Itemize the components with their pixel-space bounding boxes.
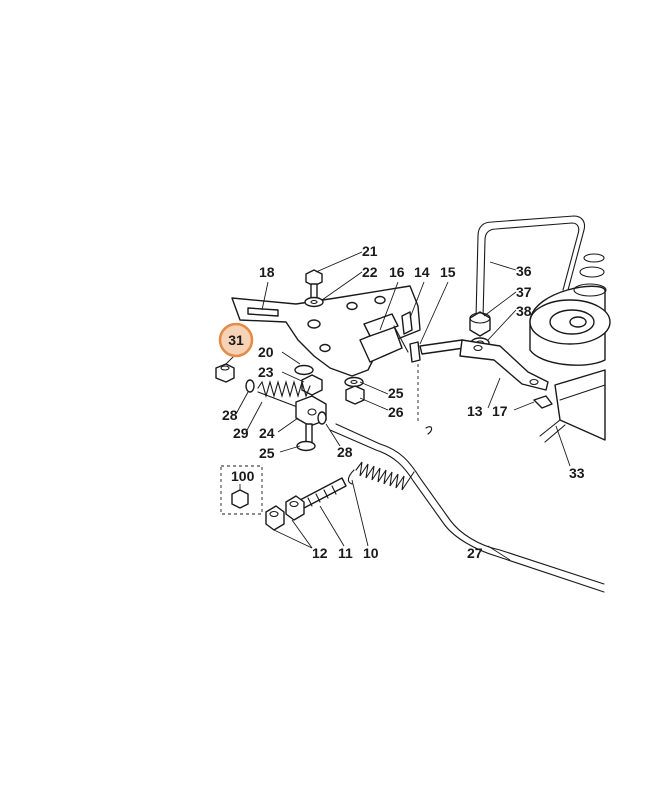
callout-27: 27 — [467, 545, 483, 561]
callout-24: 24 — [259, 425, 275, 441]
washer-25-lower — [296, 440, 316, 452]
callout-33: 33 — [569, 465, 585, 481]
callout-10: 10 — [363, 545, 379, 561]
highlight-callout-31[interactable]: 31 — [218, 322, 254, 358]
callout-25-upper: 25 — [388, 385, 404, 401]
callout-18: 18 — [259, 264, 275, 280]
callout-labels: 21 22 18 16 14 15 36 37 38 20 23 25 26 1… — [222, 243, 585, 561]
callout-13: 13 — [467, 403, 483, 419]
pin-14 — [401, 311, 413, 335]
callout-15: 15 — [440, 264, 456, 280]
pulley-assembly — [529, 253, 611, 366]
lever-13 — [459, 339, 549, 391]
callout-26: 26 — [388, 404, 404, 420]
callout-14: 14 — [414, 264, 430, 280]
nuts-12 — [265, 495, 305, 531]
handle-rod-36 — [475, 215, 586, 319]
callout-38: 38 — [516, 303, 532, 319]
callout-29: 29 — [233, 425, 249, 441]
callout-25-lower: 25 — [259, 445, 275, 461]
callout-28-left: 28 — [222, 407, 238, 423]
callout-12: 12 — [312, 545, 328, 561]
bracket-33 — [539, 369, 606, 443]
nut-23 — [301, 374, 323, 396]
callout-20: 20 — [258, 344, 274, 360]
washer-28-right — [317, 411, 327, 425]
cable-27 — [329, 423, 605, 593]
washer-22 — [304, 296, 324, 308]
link-rod-15 — [409, 339, 465, 363]
nut-37 — [469, 311, 491, 337]
callout-37: 37 — [516, 284, 532, 300]
callout-16: 16 — [389, 264, 405, 280]
leader-lines — [225, 251, 571, 561]
threaded-rod-11 — [299, 477, 347, 509]
callout-17: 17 — [492, 403, 508, 419]
clevis-16 — [359, 313, 409, 363]
callout-31: 31 — [228, 332, 244, 348]
callout-11: 11 — [338, 545, 353, 561]
clip-17 — [533, 395, 553, 409]
washer-28-left — [245, 379, 255, 393]
callout-36: 36 — [516, 263, 532, 279]
nut-20 — [294, 364, 314, 376]
nut-31 — [215, 363, 235, 383]
callout-100: 100 — [231, 468, 255, 484]
spring-29 — [257, 379, 311, 409]
callout-28-right: 28 — [337, 444, 353, 460]
bolt-21 — [305, 269, 323, 301]
callout-23: 23 — [258, 364, 274, 380]
callout-21: 21 — [362, 243, 378, 259]
washer-25-upper — [344, 376, 364, 388]
callout-22: 22 — [362, 264, 378, 280]
nut-26 — [345, 385, 365, 405]
spring-10 — [347, 426, 433, 491]
